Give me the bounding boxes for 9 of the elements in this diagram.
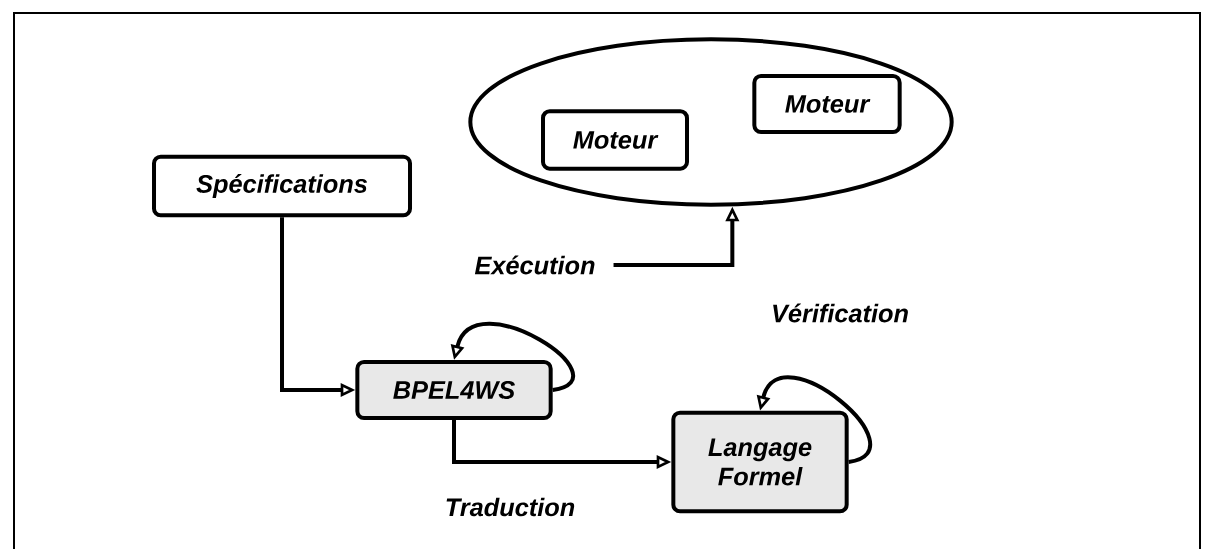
process-box: Langage Formel xyxy=(671,410,849,514)
process-box: Moteur xyxy=(752,74,902,134)
process-box: BPEL4WS xyxy=(355,360,553,420)
node-label: Exécution xyxy=(474,255,595,275)
process-box: Moteur xyxy=(541,109,689,171)
ellipse xyxy=(468,37,954,207)
process-box: Spécifications xyxy=(152,154,412,218)
label: Vérification xyxy=(773,303,908,323)
label: Traduction xyxy=(446,497,575,517)
